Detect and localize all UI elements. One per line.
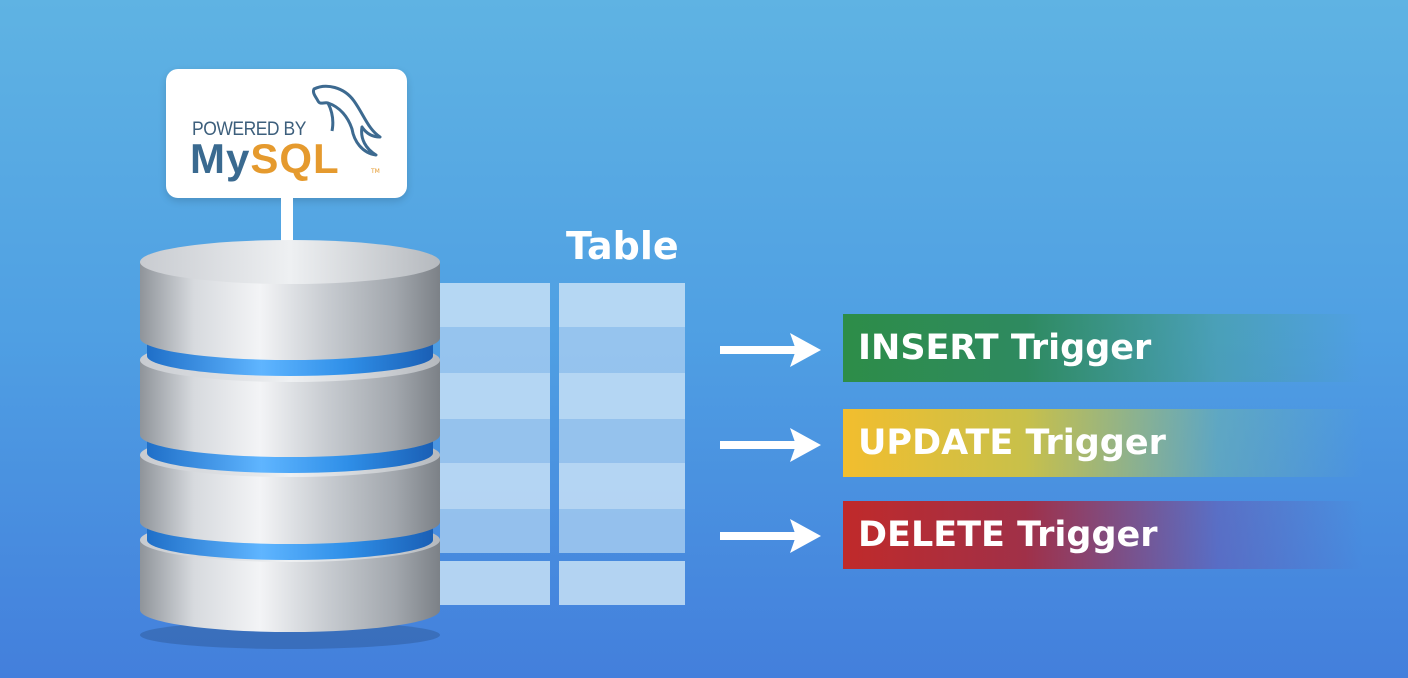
mysql-wordmark-sql: SQL [250, 135, 340, 182]
powered-by-text: POWERED BY [192, 119, 306, 140]
mysql-wordmark-my: My [190, 135, 251, 182]
delete-trigger-bar: DELETE Trigger [843, 501, 1363, 569]
table-grid-icon [440, 283, 685, 605]
mysql-wordmark: MySQL [190, 135, 340, 183]
arrow-right-icon [720, 333, 821, 367]
table-title: Table [566, 224, 679, 268]
dolphin-icon [312, 84, 382, 157]
arrow-right-icon [720, 428, 821, 462]
delete-trigger-label: DELETE Trigger [858, 515, 1158, 555]
update-trigger-bar: UPDATE Trigger [843, 409, 1363, 477]
insert-trigger-bar: INSERT Trigger [843, 314, 1363, 382]
update-trigger-label: UPDATE Trigger [858, 423, 1166, 463]
mysql-logo-badge: POWERED BY MySQL TM [166, 69, 407, 198]
database-icon [140, 240, 440, 649]
arrow-right-icon [720, 519, 821, 553]
logo-stem [281, 198, 293, 250]
insert-trigger-label: INSERT Trigger [858, 328, 1152, 368]
trademark-mark: TM [371, 168, 380, 175]
